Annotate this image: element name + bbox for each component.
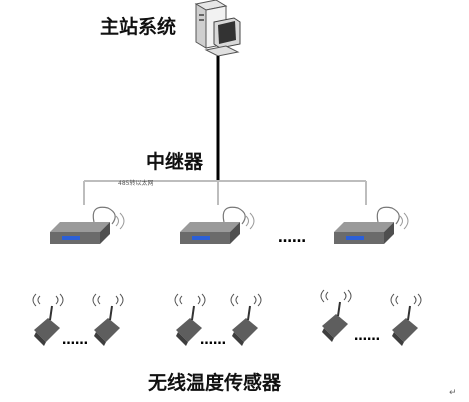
network-label: 485转以太网	[118, 180, 154, 187]
sensor-label: 无线温度传感器	[148, 372, 282, 394]
sensor-device	[92, 293, 124, 346]
return-mark: ↵	[449, 388, 457, 398]
sensor-group: ……	[174, 293, 262, 348]
relay-device	[50, 206, 125, 244]
sensor-ellipsis: ……	[354, 329, 380, 344]
sensor-device	[174, 293, 206, 346]
computer-icon	[194, 0, 241, 57]
sensor-device	[32, 293, 64, 346]
relay-device	[334, 206, 409, 244]
sensor-device	[230, 293, 262, 346]
sensor-device	[320, 289, 352, 342]
relay-label: 中继器	[146, 151, 204, 173]
bus-line	[83, 180, 367, 205]
master-station-label: 主站系统	[100, 16, 177, 38]
relay-ellipsis: ……	[278, 230, 306, 246]
relay-device	[180, 206, 255, 244]
sensor-group: ……	[320, 289, 422, 346]
sensor-ellipsis: ……	[62, 333, 88, 348]
sensor-ellipsis: ……	[200, 333, 226, 348]
sensor-group: ……	[32, 293, 124, 348]
sensor-device	[390, 293, 422, 346]
